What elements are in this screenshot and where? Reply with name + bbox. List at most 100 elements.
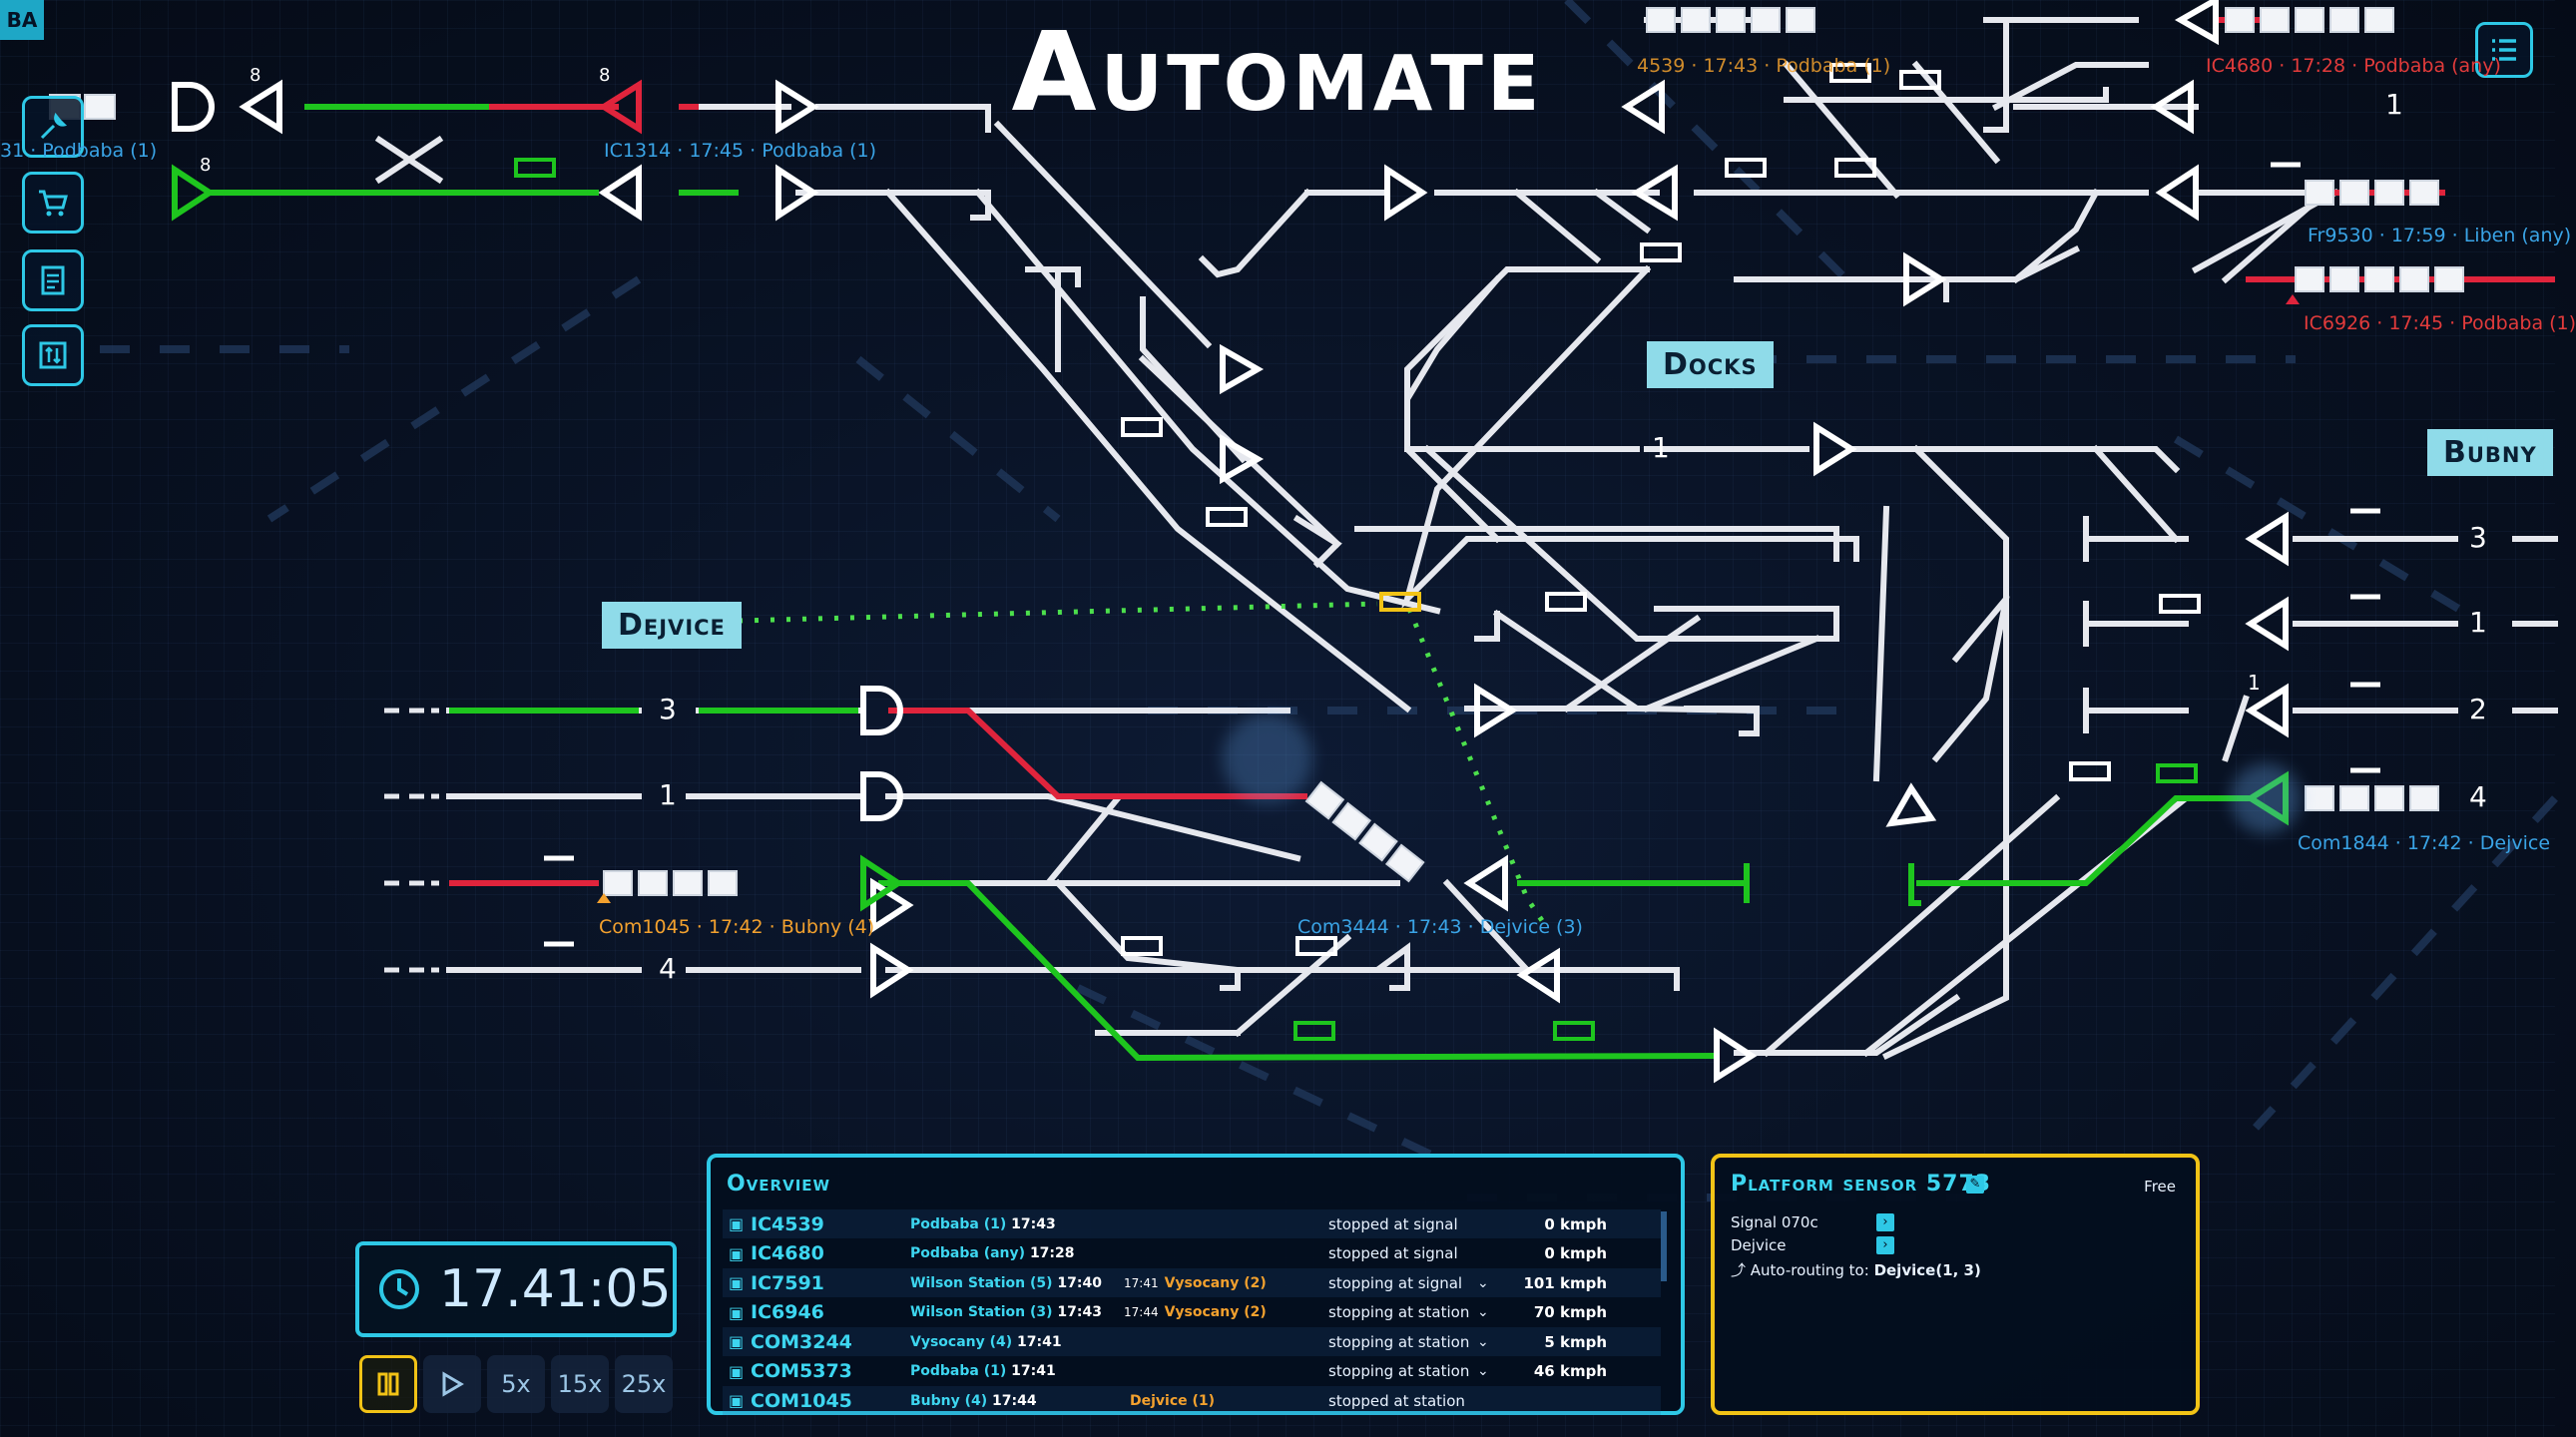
- game-clock: 17.41:05: [355, 1241, 677, 1337]
- train-label-fr9530[interactable]: Fr9530 · 17:59 · Liben (any): [2308, 225, 2572, 246]
- track-number: 1: [1652, 431, 1670, 464]
- document-button[interactable]: [22, 249, 84, 311]
- play-icon: [442, 1371, 464, 1397]
- train-id: IC4539: [751, 1212, 824, 1235]
- pause-icon: [377, 1372, 399, 1396]
- chevron-down-icon[interactable]: ⌄: [1477, 1333, 1489, 1350]
- track-number: 2: [2469, 693, 2487, 725]
- signal-number: 8: [250, 65, 261, 86]
- track-number: 4: [659, 952, 677, 985]
- train-origin: Vysocany (4) 17:41: [910, 1333, 1062, 1350]
- train-label-podbaba[interactable]: 31 · Podbaba (1): [0, 140, 158, 162]
- platform-sensor-signal: Signal 070c: [1731, 1213, 1818, 1231]
- sensors: [1121, 63, 2201, 956]
- overview-list: ▣ IC4539 Podbaba (1) 17:43 stopped at signa…: [711, 1209, 1685, 1415]
- cart-icon: [39, 190, 68, 217]
- train-destination: [1124, 1363, 1319, 1379]
- train-label-ic6926[interactable]: IC6926 · 17:45 · Podbaba (1): [2304, 312, 2576, 334]
- train-id: COM1045: [751, 1389, 852, 1412]
- train-origin: Wilson Station (5) 17:40: [910, 1274, 1102, 1291]
- train-speed: 0 kmph: [1544, 1244, 1607, 1262]
- autorouting-target[interactable]: Dejvice(1, 3): [1873, 1261, 1981, 1279]
- track-number: 1: [2385, 88, 2403, 121]
- train-destination: [1124, 1245, 1319, 1261]
- train-origin: Bubny (4) 17:44: [910, 1392, 1037, 1409]
- autorouting-label: Auto-routing to:: [1750, 1261, 1869, 1279]
- sort-button[interactable]: [22, 324, 84, 386]
- pause-button[interactable]: [359, 1355, 417, 1413]
- train-label-com3444[interactable]: Com3444 · 17:43 · Dejvice (3): [1297, 916, 1583, 938]
- train-id: IC6946: [751, 1301, 824, 1323]
- chevron-down-icon[interactable]: ⌄: [1477, 1363, 1489, 1379]
- chevron-down-icon[interactable]: ⌄: [1477, 1304, 1489, 1320]
- station-label-bubny[interactable]: Bubny: [2427, 429, 2553, 476]
- track-number: 1: [2469, 606, 2487, 639]
- link-icon[interactable]: ›: [1876, 1236, 1894, 1254]
- train-speed: 101 kmph: [1523, 1273, 1607, 1292]
- train-origin: Podbaba (any) 17:28: [910, 1245, 1075, 1261]
- speed-15x-button[interactable]: 15x: [551, 1355, 609, 1413]
- speed-5x-button[interactable]: 5x: [487, 1355, 545, 1413]
- signal-number: 8: [599, 65, 611, 86]
- train-label-com1844[interactable]: Com1844 · 17:42 · Dejvice: [2298, 832, 2551, 854]
- signals-red: [598, 79, 642, 135]
- train-marker: [597, 893, 611, 903]
- train-icon: ▣: [729, 1302, 745, 1322]
- train-origin: Podbaba (1) 17:43: [910, 1215, 1056, 1232]
- overview-scrollbar[interactable]: [1661, 1211, 1667, 1281]
- train-icon: ▣: [729, 1273, 745, 1292]
- train-status: stopping at station: [1328, 1362, 1470, 1380]
- station-label-docks[interactable]: Docks: [1647, 341, 1774, 388]
- track-number: 1: [659, 778, 677, 811]
- train-status: stopped at signal: [1328, 1214, 1458, 1233]
- page-title: Automate: [1011, 8, 1544, 136]
- platform-sensor-panel: Platform sensor 5773 ✎ Free Signal 070c …: [1711, 1154, 2200, 1415]
- train-speed: 5 kmph: [1544, 1332, 1607, 1351]
- train-id: IC4680: [751, 1242, 824, 1264]
- train-icon: ▣: [729, 1214, 745, 1233]
- track-number: 4: [2469, 780, 2487, 813]
- wrench-button[interactable]: [22, 96, 84, 158]
- train-icon: ▣: [729, 1332, 745, 1351]
- wrench-icon: [40, 112, 68, 140]
- cart-button[interactable]: [22, 172, 84, 234]
- train-origin: Wilson Station (3) 17:43: [910, 1304, 1102, 1320]
- sensors-green: [514, 158, 2198, 1041]
- track-number: 3: [2469, 521, 2487, 554]
- train-status: stopped at signal: [1328, 1244, 1458, 1262]
- train-destination: Dejvice (1): [1130, 1392, 1216, 1409]
- edit-icon[interactable]: ✎: [1966, 1176, 1984, 1194]
- clock-icon: [379, 1269, 419, 1309]
- train-destination: [1124, 1334, 1319, 1350]
- station-label-dejvice[interactable]: Dejvice: [602, 602, 742, 649]
- link-icon[interactable]: ›: [1876, 1213, 1894, 1231]
- track-ends: [384, 446, 1477, 973]
- train-status: stopping at signal: [1328, 1273, 1463, 1292]
- train-marker-red: [2286, 294, 2300, 304]
- chevron-down-icon[interactable]: ⌄: [1477, 1274, 1489, 1291]
- overview-row[interactable]: ▣ IC4539 Podbaba (1) 17:43 stopped at signa…: [723, 1209, 1661, 1238]
- menu-button[interactable]: [2475, 22, 2533, 78]
- train-label-com1045[interactable]: Com1045 · 17:42 · Bubny (4): [599, 916, 875, 938]
- signal-number: 1: [2248, 671, 2261, 695]
- signal-number: 8: [200, 155, 212, 176]
- autorouting-row: ⤴ Auto-routing to: Dejvice(1, 3): [1731, 1259, 1981, 1280]
- list-menu-icon: [2492, 39, 2516, 61]
- train-speed: 70 kmph: [1533, 1303, 1607, 1321]
- train-label-ic1314[interactable]: IC1314 · 17:45 · Podbaba (1): [604, 140, 877, 162]
- track-number: 3: [659, 693, 677, 725]
- speed-25x-button[interactable]: 25x: [615, 1355, 673, 1413]
- play-button[interactable]: [423, 1355, 481, 1413]
- train-icon: ▣: [729, 1361, 745, 1381]
- train-label-ic4539[interactable]: 4539 · 17:43 · Podbaba (1): [1637, 55, 1891, 77]
- train-label-ic4680[interactable]: IC4680 · 17:28 · Podbaba (any): [2206, 55, 2501, 77]
- train-speed: 46 kmph: [1533, 1362, 1607, 1380]
